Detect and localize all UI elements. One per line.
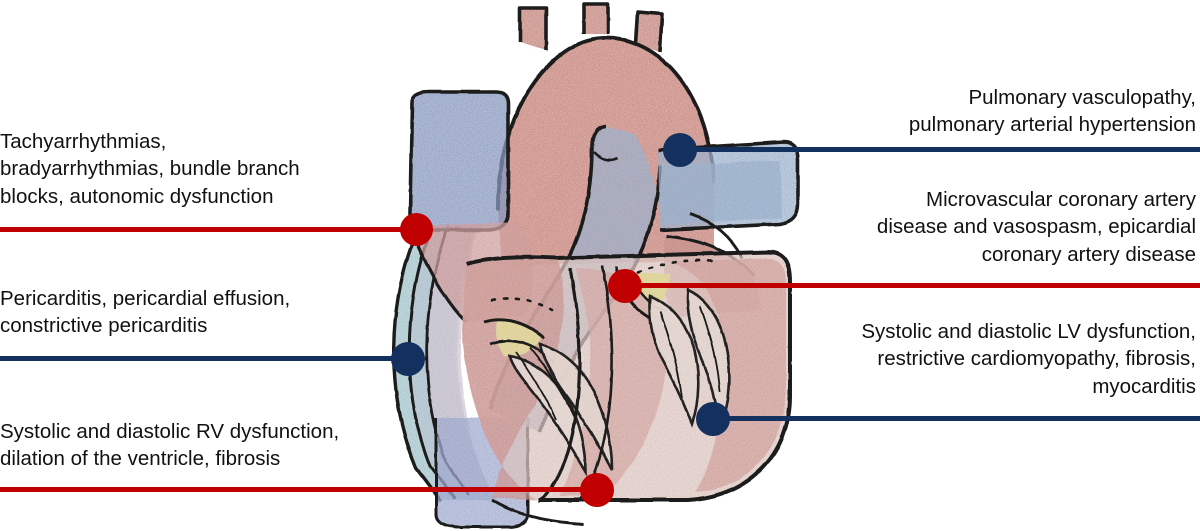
callout-label-arrhythmias: Tachyarrhythmias, bradyarrhythmias, bund… <box>0 130 300 208</box>
callout-label-pericardial-disease: Pericarditis, pericardial effusion, cons… <box>0 287 291 338</box>
leader-line-arrhythmias <box>0 227 417 232</box>
leader-dot-pericardial-disease[interactable] <box>391 342 425 376</box>
leader-line-pulmonary-vasculopathy <box>680 147 1200 152</box>
leader-dot-arrhythmias[interactable] <box>400 213 433 246</box>
leader-dot-coronary-artery-disease[interactable] <box>608 269 642 303</box>
callout-label-rv-dysfunction: Systolic and diastolic RV dysfunction, d… <box>0 420 340 471</box>
callout-label-lv-dysfunction: Systolic and diastolic LV dysfunction, r… <box>861 320 1196 398</box>
leader-dot-rv-dysfunction[interactable] <box>580 473 614 507</box>
callout-label-pulmonary-vasculopathy: Pulmonary vasculopathy, pulmonary arteri… <box>908 86 1196 137</box>
superior-vena-cava <box>408 90 510 232</box>
leader-line-pericardial-disease <box>0 356 410 361</box>
leader-dot-pulmonary-vasculopathy[interactable] <box>663 133 697 167</box>
heart-illustration <box>392 2 800 529</box>
leader-line-coronary-artery-disease <box>625 283 1200 288</box>
leader-line-lv-dysfunction <box>713 416 1200 421</box>
leader-dot-lv-dysfunction[interactable] <box>696 402 730 436</box>
callout-label-coronary-artery-disease: Microvascular coronary artery disease an… <box>876 188 1196 266</box>
leader-line-rv-dysfunction <box>0 487 600 492</box>
